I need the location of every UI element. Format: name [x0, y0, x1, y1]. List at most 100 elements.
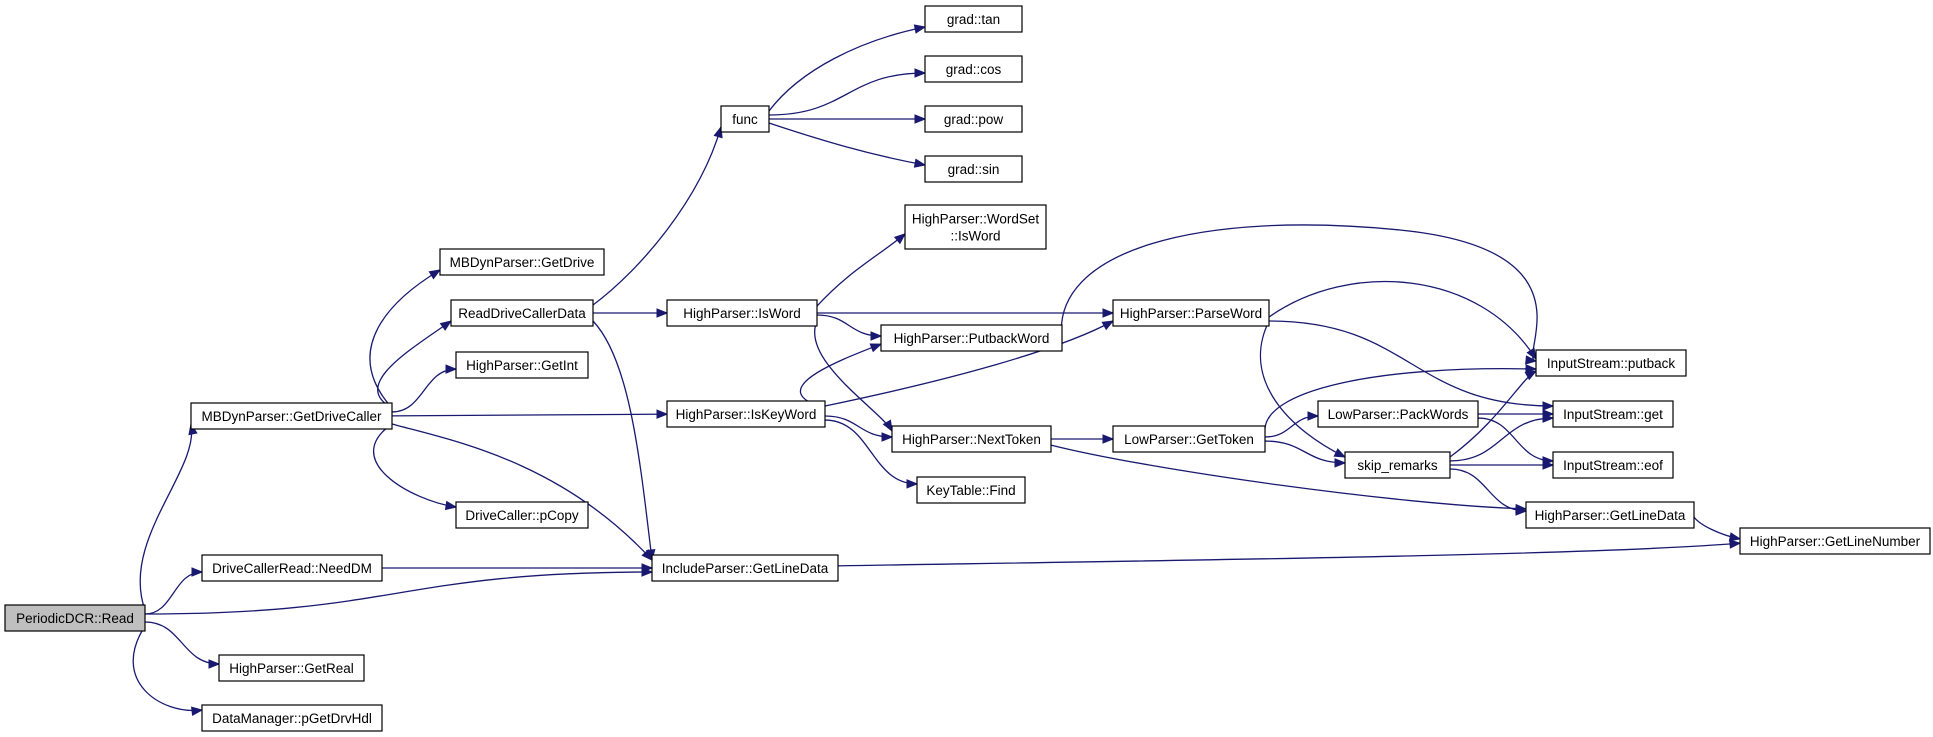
edge-is-key-word-to-find [824, 419, 919, 489]
edge-get-drive-caller-to-get-drive [369, 269, 442, 409]
arrowhead [1526, 347, 1537, 361]
node-box [924, 155, 1023, 183]
arrowhead [191, 567, 204, 577]
arrowhead [913, 158, 927, 168]
edge-is-key-word-to-putback-word [799, 343, 883, 409]
node-grad-sin[interactable]: grad::sin [924, 155, 1023, 183]
node-label: DriveCallerRead::NeedDM [212, 561, 372, 576]
edge-pack-words-to-get [1477, 409, 1555, 419]
edge-func-to-grad-cos [768, 68, 927, 116]
edge-func-to-grad-sin [768, 122, 927, 168]
node-eof[interactable]: InputStream::eof [1552, 451, 1674, 479]
edge-pack-words-to-eof [1477, 417, 1555, 466]
node-label: InputStream::get [1563, 407, 1663, 422]
node-func[interactable]: func [720, 105, 770, 133]
edge-get-drive-caller-to-get-int [391, 364, 458, 413]
node-label: IncludeParser::GetLineData [662, 561, 829, 576]
node-label: grad::tan [947, 12, 1000, 27]
node-hp-get-line-data[interactable]: HighParser::GetLineData [1525, 501, 1695, 529]
node-get-drive-caller[interactable]: MBDynParser::GetDriveCaller [190, 402, 393, 430]
arrowhead [1333, 448, 1347, 458]
edge-inc-get-line-data-to-get-line-number [837, 539, 1742, 567]
edge-read-to-get-drive-caller [139, 422, 198, 611]
arrowhead [914, 114, 927, 124]
edge-get-drive-caller-to-is-key-word [391, 409, 669, 419]
node-box [1739, 527, 1931, 555]
node-box [916, 476, 1026, 504]
node-get-drive[interactable]: MBDynParser::GetDrive [439, 248, 605, 276]
node-next-token[interactable]: HighParser::NextToken [891, 425, 1052, 453]
arrowhead [1542, 401, 1555, 411]
arrowhead [1542, 413, 1555, 423]
node-get-int[interactable]: HighParser::GetInt [455, 351, 589, 379]
edge-read-to-get-real [144, 621, 221, 669]
arrowhead [1101, 320, 1115, 331]
edge-is-word-to-word-set-is-word [816, 233, 907, 307]
node-box [1112, 425, 1266, 453]
node-read-drive-caller-data[interactable]: ReadDriveCallerData [450, 299, 594, 327]
node-box [1552, 400, 1674, 428]
node-skip-remarks[interactable]: skip_remarks [1344, 451, 1451, 479]
node-need-d-m[interactable]: DriveCallerRead::NeedDM [201, 554, 383, 582]
node-is-word[interactable]: HighParser::IsWord [666, 299, 818, 327]
arrowhead [445, 364, 458, 374]
arrowhead [906, 479, 919, 489]
node-box [439, 248, 605, 276]
arrowhead [881, 432, 894, 442]
node-box [190, 402, 393, 430]
node-putback-word[interactable]: HighParser::PutbackWord [880, 324, 1063, 352]
arrowhead [1729, 539, 1742, 549]
node-box [651, 554, 839, 582]
edge-parse-word-to-putback [1268, 280, 1537, 361]
node-putback[interactable]: InputStream::putback [1535, 349, 1687, 377]
node-label: ReadDriveCallerData [458, 306, 586, 321]
node-box [1344, 451, 1451, 479]
edge-lp-get-token-to-putback [1264, 364, 1538, 433]
node-grad-cos[interactable]: grad::cos [924, 55, 1023, 83]
node-label: grad::cos [946, 62, 1002, 77]
node-label: HighParser::NextToken [902, 432, 1041, 447]
node-grad-pow[interactable]: grad::pow [924, 105, 1023, 133]
node-label: MBDynParser::GetDrive [450, 255, 595, 270]
node-lp-get-token[interactable]: LowParser::GetToken [1112, 425, 1266, 453]
node-p-get-drv-hdl[interactable]: DataManager::pGetDrvHdl [201, 704, 383, 732]
edge-is-word-to-next-token [814, 320, 893, 433]
node-label: HighParser::GetReal [229, 661, 354, 676]
node-box [201, 554, 383, 582]
arrowhead [191, 706, 204, 716]
edge-read-drive-caller-data-to-inc-get-line-data [592, 320, 656, 562]
node-box [1525, 501, 1695, 529]
node-label: skip_remarks [1357, 458, 1438, 473]
node-parse-word[interactable]: HighParser::ParseWord [1112, 299, 1270, 327]
node-inc-get-line-data[interactable]: IncludeParser::GetLineData [651, 554, 839, 582]
node-p-copy[interactable]: DriveCaller::pCopy [455, 501, 589, 529]
node-label: func [732, 112, 758, 127]
edge-skip-remarks-to-putback [1449, 370, 1538, 458]
node-grad-tan[interactable]: grad::tan [924, 5, 1023, 33]
edge-is-key-word-to-parse-word [824, 320, 1115, 407]
arrowhead [656, 409, 669, 419]
arrowhead [428, 269, 442, 280]
arrowhead [1542, 460, 1555, 470]
node-get-real[interactable]: HighParser::GetReal [218, 654, 365, 682]
node-get[interactable]: InputStream::get [1552, 400, 1674, 428]
edge-is-word-to-putback-word [816, 314, 883, 341]
node-label: HighParser::WordSet [912, 212, 1040, 227]
node-is-key-word[interactable]: HighParser::IsKeyWord [666, 400, 826, 428]
node-label: HighParser::GetLineData [1535, 508, 1686, 523]
node-box [218, 654, 365, 682]
edge-get-drive-caller-to-inc-get-line-data [391, 423, 653, 561]
edge-need-d-m-to-inc-get-line-data [382, 563, 654, 573]
arrowhead [656, 308, 669, 318]
edge-putback-word-to-putback [1060, 224, 1538, 365]
edge-lp-get-token-to-skip-remarks [1264, 440, 1347, 468]
node-label: grad::sin [948, 162, 1000, 177]
node-pack-words[interactable]: LowParser::PackWords [1317, 400, 1479, 428]
edge-parse-word-to-skip-remarks [1259, 320, 1347, 458]
node-label: MBDynParser::GetDriveCaller [201, 409, 382, 424]
node-word-set-is-word[interactable]: HighParser::WordSet::IsWord [904, 204, 1047, 250]
node-find[interactable]: KeyTable::Find [916, 476, 1026, 504]
node-read[interactable]: PeriodicDCR::Read [4, 604, 146, 632]
node-get-line-number[interactable]: HighParser::GetLineNumber [1739, 527, 1931, 555]
node-label: HighParser::IsKeyWord [676, 407, 817, 422]
